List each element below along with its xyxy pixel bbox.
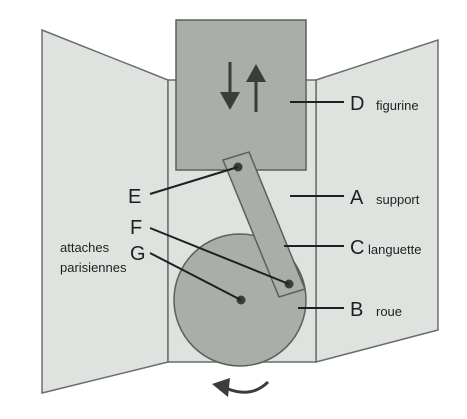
- label-g-letter: G: [130, 243, 146, 265]
- leader-line-e: [149, 166, 239, 195]
- support-left-flap: [41, 28, 169, 394]
- label-d-word: figurine: [376, 98, 419, 113]
- label-b-word: roue: [376, 304, 402, 319]
- label-f-letter: F: [130, 217, 142, 239]
- leader-line-g: [149, 252, 242, 301]
- label-attaches-line1: attaches: [60, 240, 110, 255]
- label-a-word: support: [376, 192, 420, 207]
- label-c-word: languette: [368, 242, 422, 257]
- figurine-box: [175, 19, 307, 171]
- label-c-letter: C: [350, 237, 364, 259]
- leader-line-f: [149, 227, 290, 285]
- label-a-letter: A: [350, 187, 364, 209]
- label-d-letter: D: [350, 93, 364, 115]
- up-down-arrows-icon: [220, 62, 266, 112]
- label-attaches-line2: parisiennes: [60, 260, 127, 275]
- label-e-letter: E: [128, 186, 141, 208]
- languette-strip: [221, 151, 307, 298]
- curved-arrow-icon: [212, 378, 270, 397]
- label-b-letter: B: [350, 299, 363, 321]
